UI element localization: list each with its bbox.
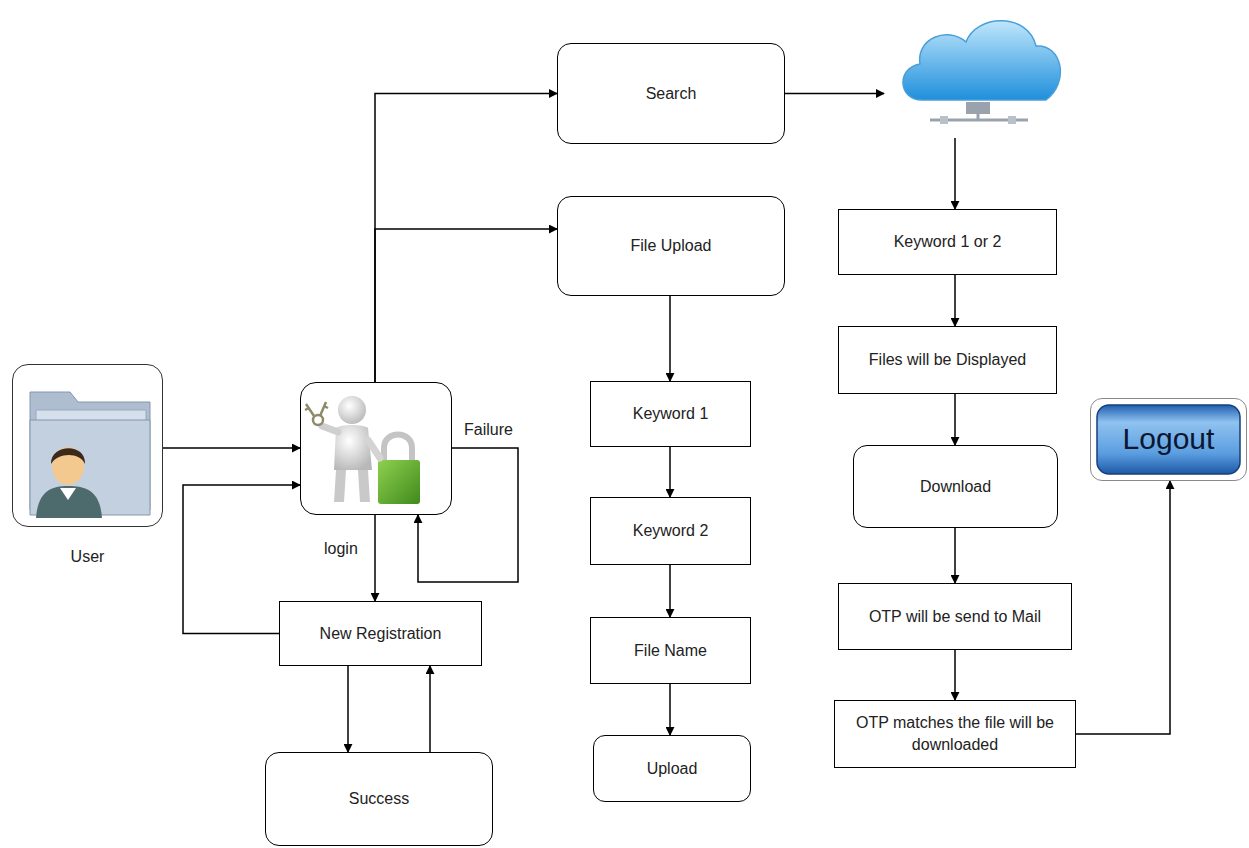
- process-box: File Upload: [557, 196, 785, 296]
- icon-caption: User: [13, 546, 162, 568]
- process-box: Success: [265, 752, 493, 846]
- flow-arrow: [954, 394, 956, 445]
- process-box: File Name: [590, 617, 751, 684]
- person-collar: [60, 488, 76, 500]
- user-icon: [30, 392, 150, 518]
- text-holder: [368, 445, 384, 453]
- process-box: Keyword 1 or 2: [838, 209, 1057, 275]
- box-label: OTP matches the file will be downloaded: [843, 712, 1067, 755]
- text-holder: OTP matches the file will be downloaded: [835, 708, 1075, 759]
- process-box: Search: [557, 43, 785, 144]
- text-holder: OTP will be send to Mail: [861, 602, 1049, 632]
- text-holder: Files will be Displayed: [861, 345, 1034, 375]
- text-holder: Keyword 1 or 2: [886, 227, 1010, 257]
- logout-box: Logout: [1090, 398, 1247, 481]
- keys: [305, 402, 328, 425]
- flow-arrow: [669, 296, 671, 381]
- network-node: [940, 116, 948, 124]
- flow-arrow: [375, 94, 557, 383]
- flow-arrow: [429, 666, 431, 752]
- text-holder: [969, 69, 985, 77]
- text-holder: File Upload: [623, 231, 720, 261]
- flow-arrow: [954, 275, 956, 326]
- server: [966, 102, 990, 114]
- person-hair: [51, 448, 85, 464]
- person-body: [36, 486, 102, 518]
- logout-button: [1097, 405, 1240, 474]
- login-icon: [305, 396, 420, 504]
- text-holder: Logout: [1115, 415, 1223, 464]
- figure-arm: [368, 440, 380, 458]
- text-holder: New Registration: [312, 619, 450, 649]
- box-label: Success: [349, 788, 409, 810]
- flow-arrow: [954, 528, 956, 583]
- text-holder: Keyword 1: [625, 399, 717, 429]
- flow-arrow: [375, 229, 557, 382]
- process-box: Keyword 1: [590, 381, 751, 447]
- box-label: Keyword 1: [633, 403, 709, 425]
- flow-arrow: [669, 447, 671, 497]
- cloud: [903, 21, 1060, 100]
- process-box: Upload: [593, 735, 751, 802]
- login-box: [300, 382, 452, 515]
- flow-arrow: [183, 485, 300, 634]
- text-holder: Keyword 2: [625, 516, 717, 546]
- flow-arrow: [347, 666, 349, 752]
- flow-arrow: [374, 515, 376, 601]
- text-holder: Upload: [639, 754, 706, 784]
- box-label: Logout: [1123, 419, 1215, 460]
- box-label: Download: [920, 476, 991, 498]
- box-label: OTP will be send to Mail: [869, 606, 1041, 628]
- network-node: [1008, 116, 1016, 124]
- process-box: New Registration: [279, 601, 482, 666]
- text-holder: Download: [912, 472, 999, 502]
- process-box: OTP matches the file will be downloaded: [834, 700, 1076, 768]
- text-holder: Success: [341, 784, 417, 814]
- process-box: OTP will be send to Mail: [838, 583, 1072, 650]
- lock-shackle: [384, 435, 412, 463]
- figure-arm: [322, 426, 338, 432]
- text-holder: Search: [638, 79, 705, 109]
- box-label: Files will be Displayed: [869, 349, 1026, 371]
- box-label: Keyword 1 or 2: [894, 231, 1002, 253]
- box-label: File Upload: [631, 235, 712, 257]
- flow-arrow: [1076, 481, 1170, 734]
- flow-arrow: [785, 93, 884, 95]
- figure-head: [338, 396, 366, 424]
- box-label: File Name: [634, 640, 707, 662]
- figure-legs: [334, 470, 370, 502]
- flow-arrow: [954, 650, 956, 700]
- box-label: Upload: [647, 758, 698, 780]
- box-label: Search: [646, 83, 697, 105]
- flow-arrow: [163, 447, 300, 449]
- lock-body: [378, 460, 420, 504]
- edge-label: Failure: [462, 421, 515, 439]
- box-label: New Registration: [320, 623, 442, 645]
- user-box: User: [12, 364, 163, 527]
- flow-arrow: [418, 448, 518, 582]
- process-box: Files will be Displayed: [838, 326, 1057, 394]
- process-box: Download: [853, 445, 1058, 528]
- box-label: Keyword 2: [633, 520, 709, 542]
- edge-label: login: [322, 540, 360, 558]
- flow-arrow: [954, 138, 956, 209]
- process-box: Keyword 2: [590, 497, 751, 565]
- flow-arrow: [669, 565, 671, 617]
- text-holder: File Name: [626, 636, 715, 666]
- cloud-icon: [903, 21, 1060, 124]
- cloud-node: [884, 8, 1070, 138]
- network-line: [977, 114, 980, 120]
- flow-arrow: [669, 684, 671, 735]
